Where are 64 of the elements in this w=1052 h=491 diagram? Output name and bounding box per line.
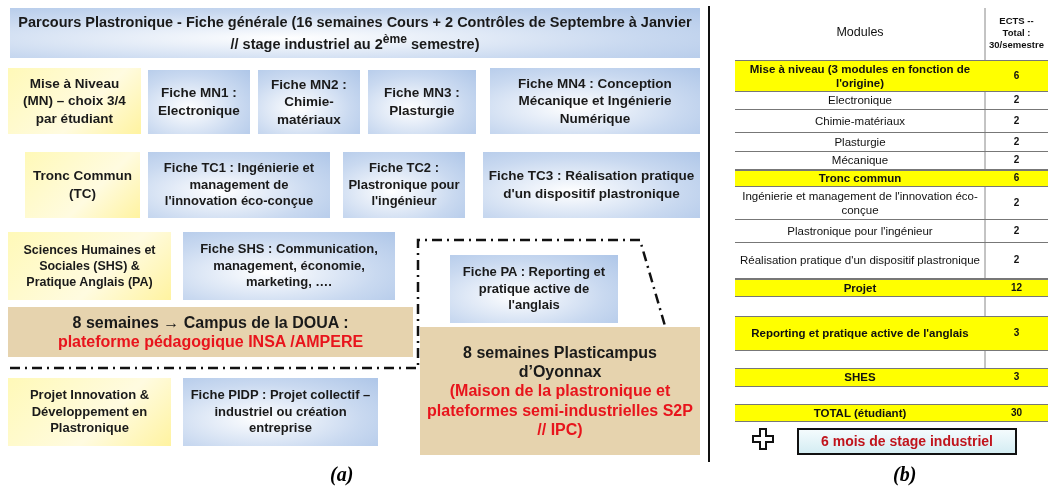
panel-caption: (b) [893,463,917,486]
node-heading: Fiche PA : Reporting et pratique active de l'anglais [461,263,607,315]
table-cell: Mise à niveau (3 modules en fonction de l'origine) [735,60,985,92]
module-card [483,152,700,218]
module-card [148,152,330,218]
table-cell: 30 [985,404,1048,422]
table-cell: TOTAL (étudiant) [735,404,985,422]
module-card [490,68,700,134]
column-header: Modules [835,24,885,42]
node-heading: Projet Innovation & Développement en Plastronique [28,386,151,438]
node-heading: 8 semaines Plasticampus d’Oyonnax [462,343,658,382]
table-cell: 2 [985,220,1048,243]
node-heading: Fiche TC2 : Plastronique pour l'ingénieur [348,159,460,211]
node-subtitle: plateforme pédagogique INSA /AMPERE [57,332,364,352]
table-cell: 3 [985,316,1048,351]
category-card [8,68,141,134]
campus-banner [420,327,700,455]
table-cell: 6 [985,60,1048,92]
table-cell: 6 [985,170,1048,187]
node-heading: Parcours Plastronique - Fiche générale (16 semaines Cours + 2 Contrôles de Septembre à Janvier // stage industriel au 2$^{ème}$ semestre) [17,12,693,54]
node-heading: Fiche PIDP : Projet collectif – industriel ou création entreprise [189,386,372,438]
module-card [343,152,465,218]
node-subtitle: (Maison de la plastronique et plateformes semi-industrielles S2P // IPC) [426,381,694,439]
category-card [8,232,171,300]
table-cell: Tronc commun [735,170,985,187]
table-cell: Projet [735,279,985,297]
table-cell: 2 [985,133,1048,152]
category-card [8,378,171,446]
node-heading: Sciences Humaines et Sociales (SHS) & Pratique Anglais (PA) [22,241,157,291]
campus-banner [8,307,413,357]
table-cell: Plastronique pour l'ingénieur [735,220,985,243]
table-cell: 2 [985,187,1048,220]
panel-caption: (a) [330,463,354,486]
node-heading: Mise à Niveau (MN) – choix 3/4 par étudiant [22,74,127,128]
module-card [148,70,250,134]
category-card [25,152,140,218]
table-cell: SHES [735,368,985,387]
module-card [183,378,378,446]
table-cell: 2 [985,110,1048,133]
table-cell: Electronique [735,92,985,110]
node-heading: Fiche SHS : Communication, management, économie, marketing, …. [199,240,379,292]
node-heading: Fiche MN4 : Conception Mécanique et Ingénierie Numérique [517,74,673,128]
table-cell: 12 [985,279,1048,297]
module-card [368,70,476,134]
node-heading: Fiche MN1 : Electronique [157,84,241,120]
module-card [183,232,395,300]
table-cell: 3 [985,368,1048,387]
module-card [10,8,700,58]
table-cell: Ingénierie et management de l'innovation éco-conçue [735,187,985,220]
module-card [258,70,360,134]
module-card [450,255,618,323]
node-heading: Fiche MN2 : Chimie-matériaux [270,75,348,129]
node-heading: Tronc Commun (TC) [32,167,133,203]
table-cell: 2 [985,92,1048,110]
node-heading: 6 mois de stage industriel [821,432,993,451]
table-cell: Reporting et pratique active de l'anglais [735,316,985,351]
node-heading: Fiche TC1 : Ingénierie et management de l'innovation éco-conçue [162,159,316,211]
node-heading: Fiche MN3 : Plasturgie [383,84,461,120]
node-heading: Fiche TC3 : Réalisation pratique d'un dispositif plastronique [488,167,695,203]
node-heading: 8 semaines → Campus de la DOUA : [72,312,349,332]
table-cell: Plasturgie [735,133,985,152]
table-cell: Chimie-matériaux [735,110,985,133]
column-header: ECTS -- Total : 30/semestre [988,14,1045,52]
internship-box [797,428,1017,455]
